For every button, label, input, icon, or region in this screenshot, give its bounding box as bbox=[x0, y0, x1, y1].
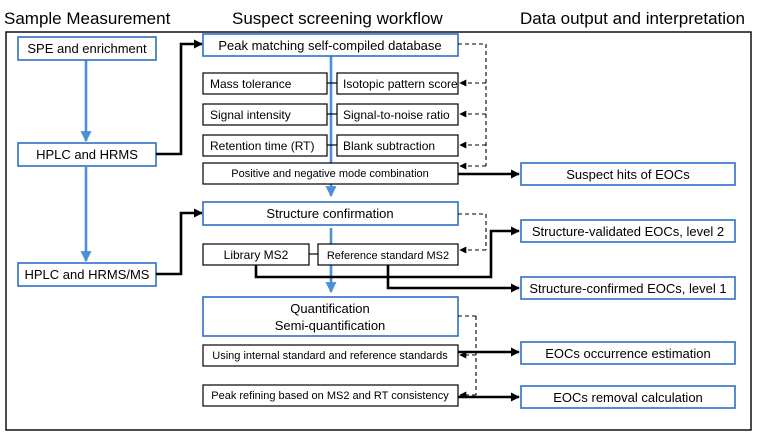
mode-combination-label: Positive and negative mode combination bbox=[231, 168, 429, 180]
level1-label: Structure-confirmed EOCs, level 1 bbox=[529, 281, 726, 296]
peak-refining-box bbox=[202, 384, 459, 407]
occurrence-box bbox=[520, 341, 736, 365]
suspect-hits-label: Suspect hits of EOCs bbox=[566, 167, 690, 182]
structure-confirmation-label: Structure confirmation bbox=[266, 206, 393, 221]
internal-standard-box bbox=[202, 344, 459, 367]
removal-label: EOCs removal calculation bbox=[553, 390, 703, 405]
peak-matching-label: Peak matching self-compiled database bbox=[218, 38, 441, 53]
hplc-hrmsms-label: HPLC and HRMS/MS bbox=[25, 267, 150, 282]
spe-label: SPE and enrichment bbox=[27, 41, 147, 56]
header-sample-measurement: Sample Measurement bbox=[4, 9, 171, 28]
level1-box bbox=[520, 276, 736, 300]
occurrence-label: EOCs occurrence estimation bbox=[545, 346, 710, 361]
reference-ms2-label: Reference standard MS2 bbox=[327, 250, 449, 262]
spe-box bbox=[17, 36, 157, 61]
arrow-to-level2 bbox=[254, 226, 520, 279]
arrow-hrms-to-peak-matching bbox=[156, 39, 203, 156]
peak-matching-box bbox=[202, 33, 459, 57]
signal-intensity-label: Signal intensity bbox=[210, 108, 291, 122]
internal-standard-label: Using internal standard and reference st… bbox=[212, 350, 448, 362]
header-suspect-screening: Suspect screening workflow bbox=[232, 9, 443, 28]
snr-label: Signal-to-noise ratio bbox=[343, 108, 450, 122]
header-data-output: Data output and interpretation bbox=[520, 9, 745, 28]
retention-time-label: Retention time (RT) bbox=[210, 139, 314, 153]
quantification-box bbox=[202, 296, 459, 337]
hplc-hrms-label: HPLC and HRMS bbox=[36, 147, 138, 162]
arrow-hrmsms-to-structure bbox=[156, 208, 203, 276]
blank-subtraction-label: Blank subtraction bbox=[343, 139, 435, 153]
semi-quantification-label: Semi-quantification bbox=[275, 318, 386, 333]
outer-frame bbox=[5, 31, 752, 431]
arrow-to-level1 bbox=[386, 265, 520, 293]
mass-tolerance-label: Mass tolerance bbox=[210, 77, 292, 91]
level2-label: Structure-validated EOCs, level 2 bbox=[532, 224, 724, 239]
suspect-hits-box bbox=[520, 162, 736, 186]
level2-box bbox=[520, 219, 736, 243]
peak-refining-label: Peak refining based on MS2 and RT consis… bbox=[211, 390, 449, 402]
library-ms2-label: Library MS2 bbox=[224, 248, 289, 262]
quantification-label: Quantification bbox=[290, 301, 370, 316]
removal-box bbox=[520, 385, 736, 409]
isotopic-label: Isotopic pattern score bbox=[343, 77, 458, 91]
